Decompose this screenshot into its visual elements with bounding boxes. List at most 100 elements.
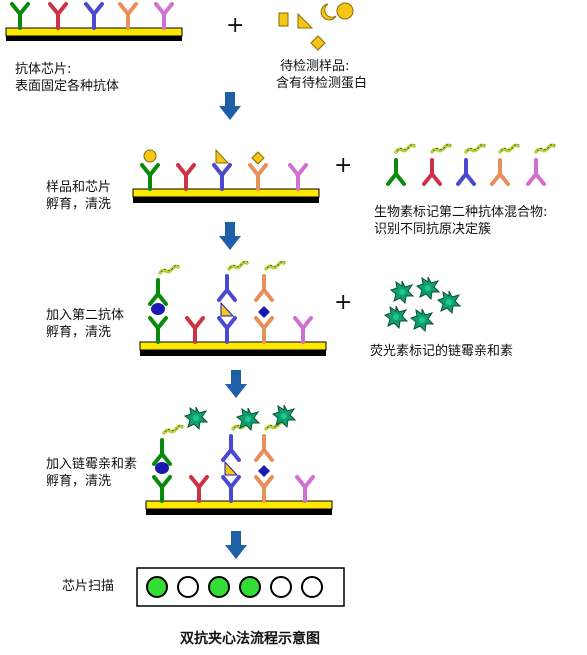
step1-antibodies xyxy=(10,2,174,30)
step2-label-line2: 孵育，清洗 xyxy=(46,197,112,212)
streptavidin-star-icon xyxy=(390,280,414,304)
step3-streptavidin-cluster xyxy=(384,276,461,332)
antibody-icon xyxy=(148,278,168,306)
sample-label-title: 待检测样品: xyxy=(280,59,350,74)
antibody-icon xyxy=(254,316,274,344)
scan-spot-icon xyxy=(301,576,323,598)
antibody-icon xyxy=(293,316,313,344)
step2-antibodies xyxy=(140,148,308,191)
antibody-icon xyxy=(140,163,160,191)
antigen-circle-icon xyxy=(143,149,157,163)
scan-spot-icon xyxy=(270,576,292,598)
streptavidin-star-icon xyxy=(410,308,434,332)
step3-label-line2: 孵育，清洗 xyxy=(46,325,112,340)
step2-reagent-line2: 识别不同抗原决定簇 xyxy=(374,222,492,237)
down-arrow-icon xyxy=(225,370,247,398)
antibody-icon xyxy=(48,2,68,30)
antibody-icon xyxy=(217,274,237,302)
antigen-diamond-icon xyxy=(310,35,326,51)
biotin-icon xyxy=(464,142,487,154)
streptavidin-star-icon xyxy=(416,276,440,300)
antigen-circle-icon xyxy=(151,303,165,315)
biotin-icon xyxy=(534,142,557,154)
chip-label-title: 抗体芯片: xyxy=(15,62,72,77)
biotin-icon xyxy=(227,259,250,271)
antibody-icon xyxy=(189,475,209,503)
antibody-icon xyxy=(254,274,274,302)
antigen-moon-icon xyxy=(320,3,337,21)
antibody-icon xyxy=(456,158,476,186)
step4-label-line2: 孵育，清洗 xyxy=(46,474,112,489)
antibody-icon xyxy=(490,158,510,186)
antibody-icon xyxy=(152,475,172,503)
streptavidin-star-icon xyxy=(437,290,461,314)
biotin-icon xyxy=(394,142,417,154)
biotin-icon xyxy=(430,142,453,154)
step4-chip xyxy=(145,500,333,515)
step4-complex xyxy=(152,404,315,503)
antibody-icon xyxy=(254,475,274,503)
scan-label: 芯片扫描 xyxy=(62,579,115,594)
down-arrow-icon xyxy=(219,92,241,120)
streptavidin-star-icon xyxy=(184,406,208,430)
scan-spot-icon xyxy=(146,576,168,598)
step2-secondary-antibody-mix xyxy=(386,142,557,186)
step2-reagent-line1: 生物素标记第二种抗体混合物: xyxy=(374,205,548,220)
antibody-icon xyxy=(148,316,168,344)
antibody-icon xyxy=(221,434,241,462)
antibody-icon xyxy=(217,316,237,344)
biotin-icon xyxy=(498,142,521,154)
antigen-triangle-icon xyxy=(220,301,235,317)
antibody-icon xyxy=(295,475,315,503)
step3-reagent-line1: 荧光素标记的链霉亲和素 xyxy=(370,344,514,359)
antibody-icon xyxy=(185,316,205,344)
antibody-icon xyxy=(10,2,30,30)
antibody-icon xyxy=(288,163,308,191)
antigen-triangle-icon xyxy=(297,12,314,29)
plus-sign: + xyxy=(334,153,353,178)
antigen-triangle-icon xyxy=(224,460,239,476)
scan-spots xyxy=(146,576,323,598)
antibody-icon xyxy=(386,158,406,186)
figure-title: 双抗夹心法流程示意图 xyxy=(180,631,320,647)
streptavidin-star-icon xyxy=(236,407,260,431)
antibody-icon xyxy=(422,158,442,186)
streptavidin-star-icon xyxy=(272,404,296,428)
antigen-square-icon xyxy=(278,12,289,27)
biotin-icon xyxy=(264,259,287,271)
antigen-diamond-icon xyxy=(258,306,270,318)
step4-label-line1: 加入链霉亲和素 xyxy=(46,457,138,472)
step3-label-line1: 加入第二抗体 xyxy=(46,308,125,323)
antigen-circle-icon xyxy=(336,2,354,20)
step3-sandwich xyxy=(148,259,313,344)
chip-label-desc: 表面固定各种抗体 xyxy=(15,79,120,94)
antibody-icon xyxy=(176,163,196,191)
antibody-icon xyxy=(254,434,274,462)
step3-chip xyxy=(139,341,327,356)
step2-label-line1: 样品和芯片 xyxy=(46,180,112,195)
antibody-icon xyxy=(248,163,268,191)
biotin-icon xyxy=(162,423,185,435)
streptavidin-star-icon xyxy=(384,305,408,329)
antibody-icon xyxy=(84,2,104,30)
antigen-circle-icon xyxy=(155,462,169,474)
antibody-icon xyxy=(152,438,172,466)
antigen-diamond-icon xyxy=(258,465,270,477)
step2-chip xyxy=(132,188,320,203)
sample-label-desc: 含有待检测蛋白 xyxy=(276,76,368,91)
down-arrow-icon xyxy=(219,222,241,250)
antigen-triangle-icon xyxy=(215,148,230,164)
scan-spot-icon xyxy=(177,576,199,598)
plus-sign: + xyxy=(334,290,353,315)
antibody-icon xyxy=(526,158,546,186)
down-arrow-icon xyxy=(225,531,247,559)
antigen-diamond-icon xyxy=(251,151,265,165)
plus-sign: + xyxy=(226,13,245,38)
antibody-icon xyxy=(221,475,241,503)
antibody-icon xyxy=(154,2,174,30)
antibody-icon xyxy=(118,2,138,30)
scan-spot-icon xyxy=(208,576,230,598)
step1-antigens xyxy=(278,2,354,51)
antibody-icon xyxy=(212,163,232,191)
